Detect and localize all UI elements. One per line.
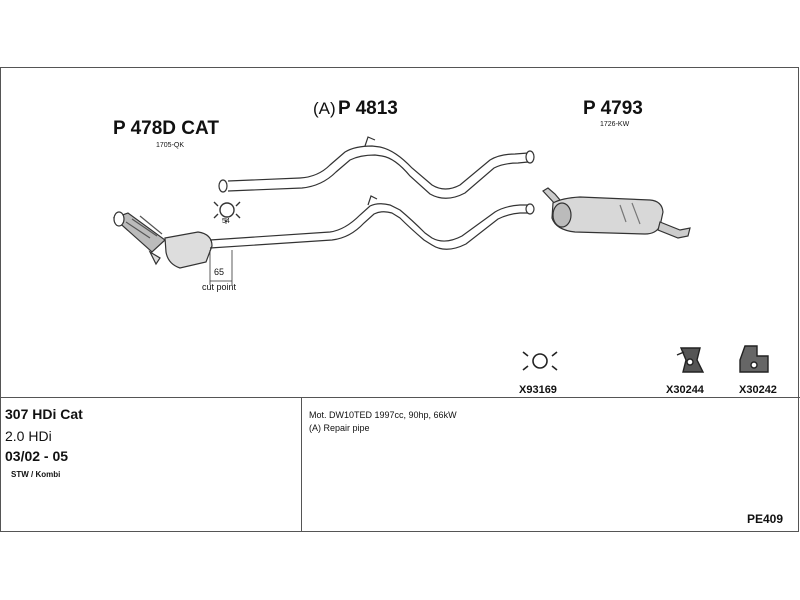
part-number-rear: P 4793: [583, 98, 643, 119]
vehicle-years: 03/02 - 05: [5, 448, 69, 464]
accessory-number-clamp: X93169: [519, 384, 557, 396]
clamp-size-label: 54: [222, 218, 230, 225]
vehicle-engine: 2.0 HDi: [5, 428, 52, 444]
part-prefix-middle: (A): [313, 99, 336, 118]
part-number-cat: P 478D CAT: [113, 118, 219, 139]
engine-spec-note: Mot. DW10TED 1997cc, 90hp, 66kW: [309, 410, 457, 420]
rear-silencer-drawing: [542, 187, 691, 239]
clamp-54-drawing: [213, 201, 241, 224]
accessory-number-bracket-hanger: X30242: [739, 384, 777, 396]
vehicle-model: 307 HDi Cat: [5, 406, 83, 422]
part-number-middle: P 4813: [338, 98, 398, 119]
vehicle-body-type: STW / Kombi: [11, 470, 61, 479]
catalyst-pipe-drawing: [112, 195, 535, 285]
clamp-icon: [522, 351, 558, 371]
repair-pipe-drawing: [218, 136, 535, 199]
divider-horizontal: [0, 397, 800, 398]
cut-length-label: 65: [214, 267, 225, 277]
reference-code: PE409: [747, 512, 784, 526]
cut-point-label: cut point: [202, 282, 237, 292]
part-code-cat: 1705-QK: [156, 142, 185, 149]
repair-pipe-note: (A) Repair pipe: [309, 423, 370, 433]
accessory-number-rubber-hanger: X30244: [666, 384, 704, 396]
bracket-hanger-icon: [739, 345, 769, 373]
diagram-sheet: [0, 67, 799, 532]
rubber-hanger-icon: [676, 347, 705, 373]
divider-vertical: [301, 397, 302, 532]
part-code-rear: 1726-KW: [600, 121, 630, 128]
